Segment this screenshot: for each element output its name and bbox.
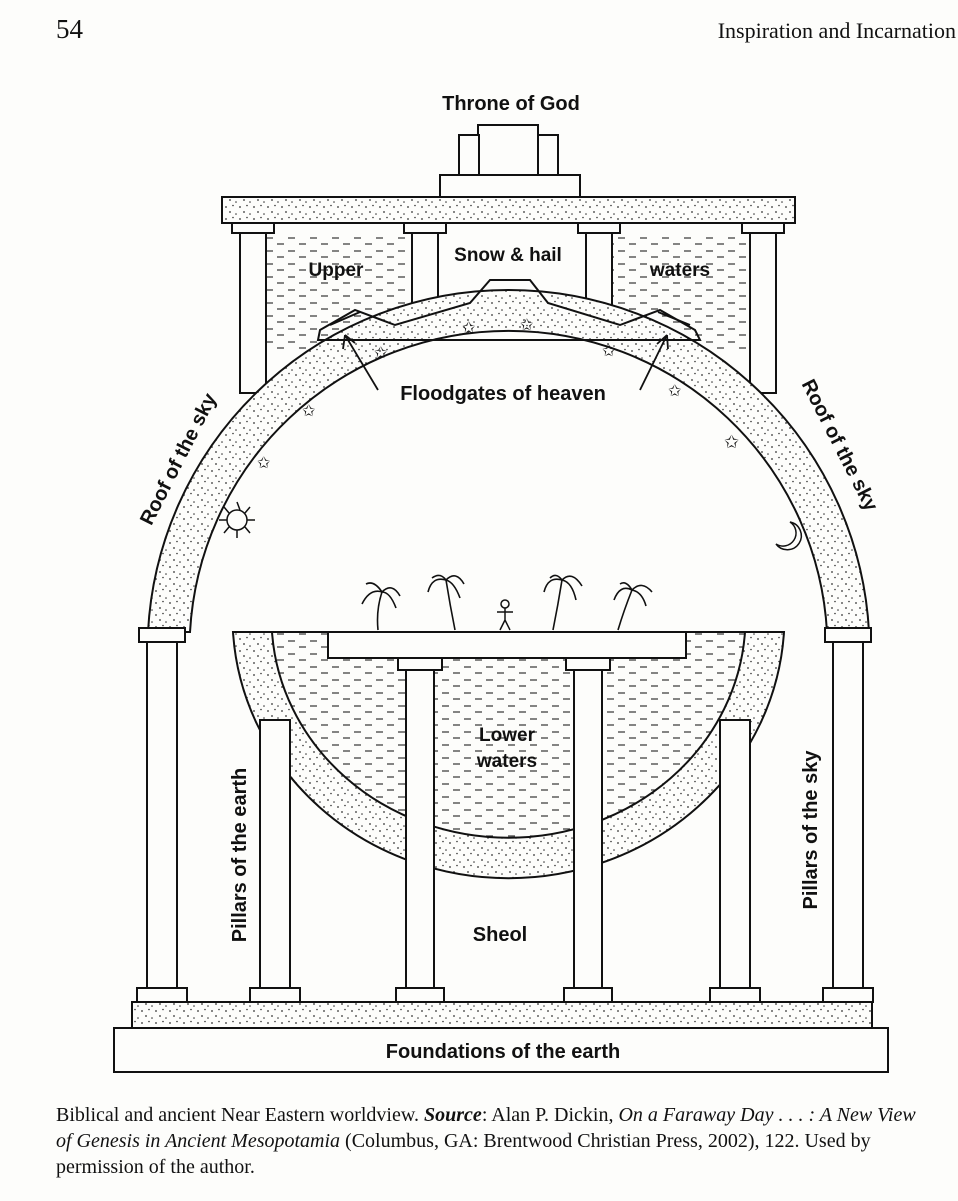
celestial-bodies: ✩ ✩ ✩ ✩ ✩ ✩ ✩ ✩: [219, 317, 803, 551]
person-icon: [497, 599, 513, 631]
upper-pillars: [231, 222, 785, 394]
label-lower: Lower: [479, 725, 536, 746]
svg-text:✩: ✩: [520, 317, 534, 334]
caption-lead: Biblical and ancient Near Eastern worldv…: [56, 1104, 425, 1126]
label-foundations: Foundations of the earth: [386, 1041, 620, 1063]
svg-text:✩: ✩: [724, 432, 739, 452]
label-snow-hail: Snow & hail: [454, 245, 562, 266]
floodgate-arrows: [342, 334, 669, 391]
label-upper: Upper: [309, 260, 365, 281]
running-head: Inspiration and Incarnation: [717, 18, 956, 43]
caption-after-source: : Alan P. Dickin,: [481, 1104, 619, 1126]
label-pillars-sky: Pillars of the sky: [800, 750, 822, 910]
floodgates: [316, 279, 702, 341]
palm-trees: [361, 574, 653, 631]
label-pillars-earth: Pillars of the earth: [229, 768, 251, 943]
moon-icon: [775, 521, 803, 551]
pillars-of-the-earth: [249, 657, 761, 1003]
sun-icon: [226, 509, 248, 531]
throne-of-god: [439, 124, 581, 198]
heaven-slab: [221, 196, 796, 224]
label-sheol: Sheol: [473, 924, 527, 946]
pillars-of-the-sky: [136, 627, 874, 1003]
label-upper-waters: waters: [649, 260, 710, 281]
caption-book-title: On a Faraway Day . . . : A New View of G…: [56, 1104, 916, 1152]
earth-disc: [327, 631, 687, 659]
roof-of-the-sky: [146, 288, 871, 633]
svg-text:✩: ✩: [374, 345, 388, 362]
svg-text:✩: ✩: [257, 455, 271, 472]
figure-caption: Biblical and ancient Near Eastern worldv…: [56, 1102, 936, 1180]
caption-source-label: Source: [424, 1104, 482, 1126]
svg-text:✩: ✩: [668, 383, 682, 400]
svg-text:✩: ✩: [462, 320, 476, 337]
label-throne: Throne of God: [442, 93, 580, 115]
page-number: 54: [56, 14, 83, 44]
caption-rest: (Columbus, GA: Brentwood Christian Press…: [56, 1130, 871, 1178]
foundations-block: [113, 1027, 889, 1073]
base-slab: [131, 1001, 873, 1029]
label-lower-waters: waters: [476, 751, 537, 772]
cosmology-diagram: ✩ ✩ ✩ ✩ ✩ ✩ ✩ ✩: [113, 93, 889, 1073]
label-floodgates: Floodgates of heaven: [400, 383, 606, 405]
lower-waters: [270, 631, 747, 839]
svg-text:✩: ✩: [602, 343, 616, 360]
svg-text:✩: ✩: [302, 403, 316, 420]
